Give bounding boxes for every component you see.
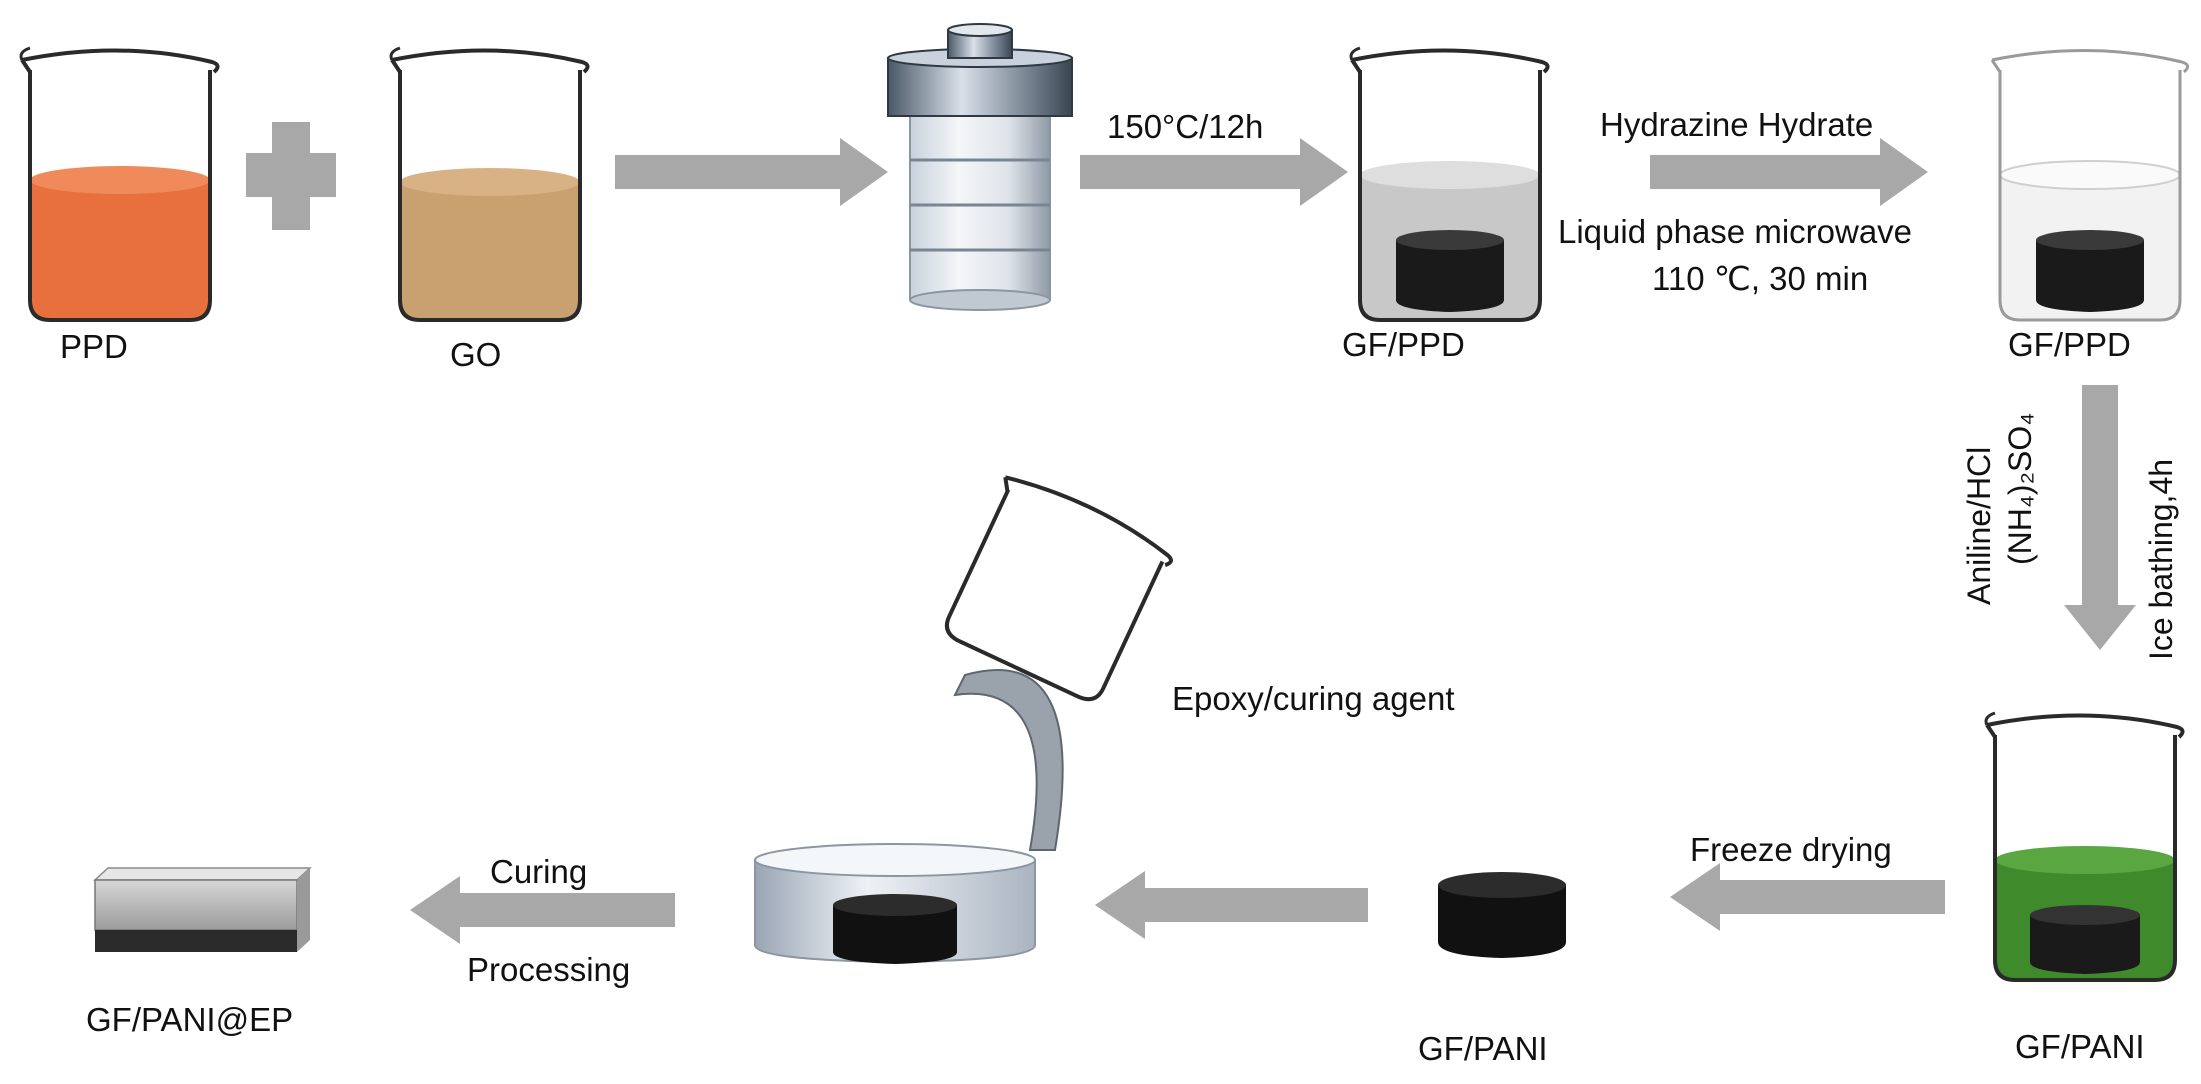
plus-icon: [246, 122, 336, 230]
epoxy-label: Epoxy/curing agent: [1172, 680, 1455, 717]
arrow-left-icon: [1095, 871, 1368, 939]
arrow-icon: [1650, 138, 1928, 206]
reduction-reagent-label: Hydrazine Hydrate: [1600, 106, 1874, 143]
ppd-beaker-icon: [19, 46, 220, 322]
gf-pani-foam-label: GF/PANI: [1418, 1030, 1548, 1067]
reduction-method-label: Liquid phase microwave: [1558, 213, 1913, 250]
arrow-icon: [1080, 138, 1348, 206]
gf-pani-foam-icon: [1438, 872, 1566, 958]
pouring-beaker-icon: [944, 475, 1173, 702]
composite-block-icon: [93, 867, 312, 952]
arrow-left-icon: [1670, 863, 1945, 931]
go-beaker-icon: [389, 46, 590, 322]
arrow-down-icon: [2064, 385, 2136, 650]
gf-pani-beaker-icon: [1984, 711, 2185, 982]
arrow-left-icon: [410, 876, 675, 944]
gf-ppd-reduced-label: GF/PPD: [2008, 326, 2131, 363]
reduction-conditions-label: 110 ℃, 30 min: [1652, 260, 1869, 297]
curing-label: Curing: [490, 853, 588, 890]
polymer-reagent-label: Aniline/HCl: [1961, 446, 1997, 605]
processing-label: Processing: [467, 951, 631, 988]
arrow-icon: [615, 138, 888, 206]
polymer-condition-label: Ice bathing,4h: [2143, 458, 2179, 660]
hydrothermal-condition-label: 150°C/12h: [1107, 108, 1264, 145]
freeze-drying-label: Freeze drying: [1690, 831, 1892, 868]
autoclave-icon: [887, 23, 1073, 311]
gf-ppd-reduced-beaker-icon: [1990, 49, 2189, 322]
go-label: GO: [450, 336, 502, 373]
gf-ppd-beaker-icon: [1349, 46, 1550, 322]
gf-pani-ep-label: GF/PANI@EP: [86, 1001, 294, 1038]
gf-pani-beaker-label: GF/PANI: [2015, 1028, 2145, 1065]
ppd-label: PPD: [60, 328, 128, 365]
mold-icon: [754, 843, 1036, 964]
pour-stream-icon: [953, 669, 1064, 851]
gf-ppd-label: GF/PPD: [1342, 326, 1465, 363]
polymer-oxidant-label: (NH₄)₂SO₄: [2002, 412, 2038, 565]
